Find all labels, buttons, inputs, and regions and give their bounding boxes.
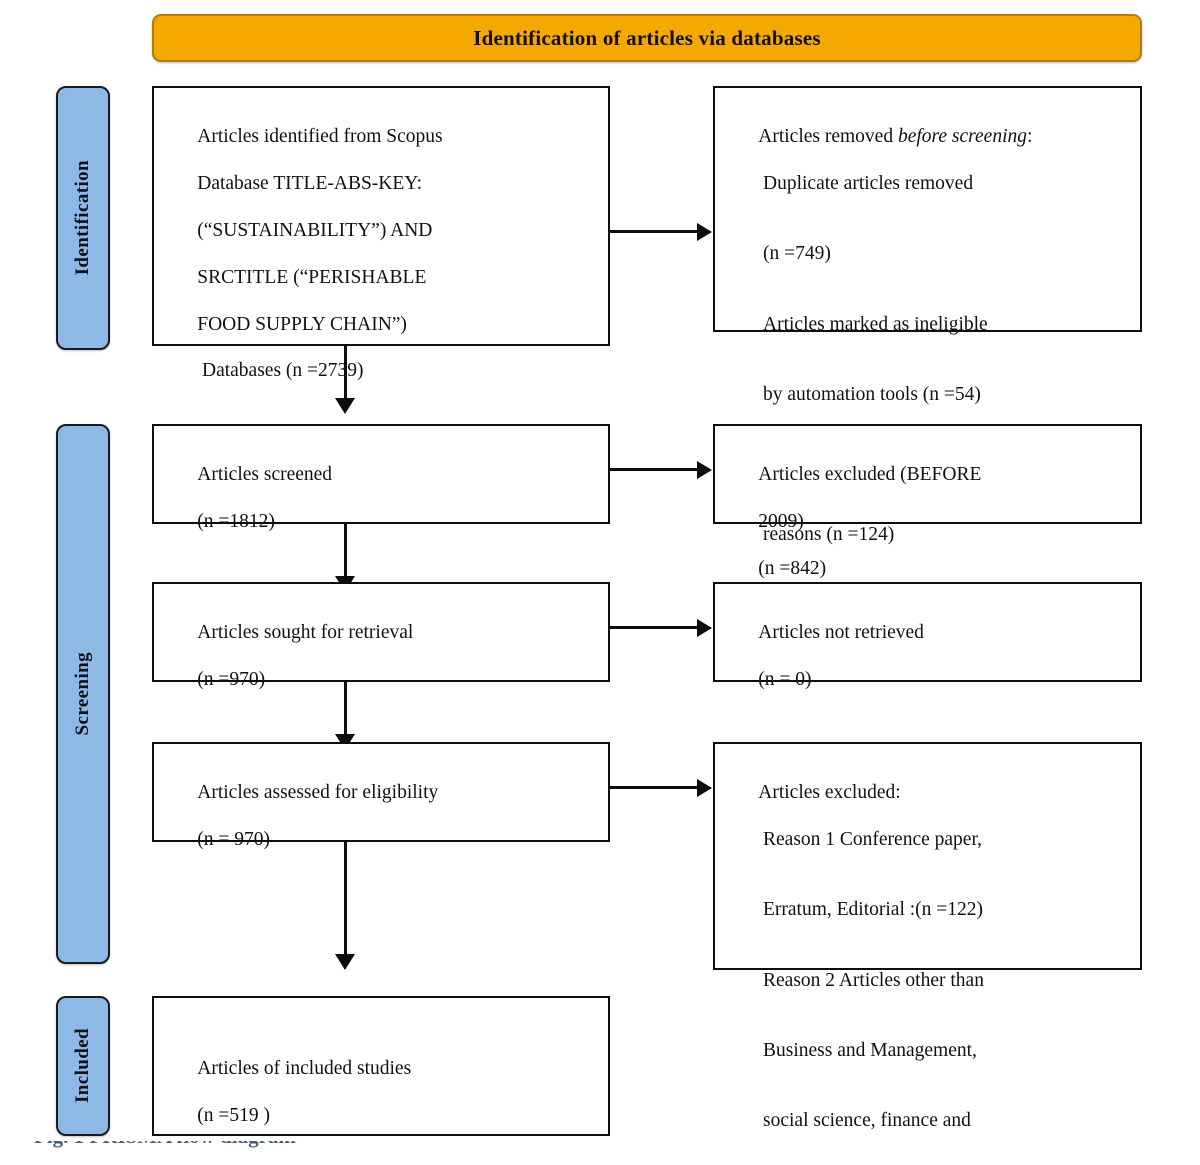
box-articles-not-retrieved: Articles not retrieved (n = 0)	[713, 582, 1142, 690]
removed-heading-plain: Articles removed	[758, 126, 898, 148]
arrowhead-assessed-to-excluded-reasons	[697, 778, 712, 797]
box-articles-sought-retrieval: Articles sought for retrieval (n =970)	[152, 582, 610, 690]
arrowhead-identified-to-screened	[335, 398, 355, 414]
box-articles-screened-text: Articles screened (n =1812)	[168, 440, 596, 557]
arrowhead-assessed-to-included	[335, 954, 355, 970]
header-banner-title: Identification of articles via databases	[473, 25, 821, 50]
stage-sidebar-included: Included	[56, 996, 110, 1136]
header-banner: Identification of articles via databases	[152, 14, 1142, 62]
box-removed-before-screening-text: Articles removed before screening: Dupli…	[729, 102, 1128, 593]
removed-item3-line2: reasons (n =124)	[763, 524, 895, 546]
connector-assessed-to-included	[344, 842, 347, 956]
box-articles-identified-text: Articles identified from Scopus Database…	[168, 102, 596, 429]
stage-sidebar-screening: Screening	[56, 424, 110, 964]
excluded2009-line-1: Articles excluded (BEFORE	[758, 464, 982, 486]
stage-label-screening: Screening	[72, 652, 93, 736]
box-excluded-reasons-text: Articles excluded: Reason 1 Conference p…	[729, 758, 1128, 1165]
arrowhead-identified-to-removed	[697, 222, 712, 241]
connector-assessed-to-excluded-reasons	[610, 786, 698, 789]
notretrieved-line-1: Articles not retrieved	[758, 622, 924, 644]
included-line-2: (n =519 )	[197, 1105, 270, 1127]
connector-sought-to-not-retrieved	[610, 626, 698, 629]
connector-screened-to-excluded-2009	[610, 468, 698, 471]
excluded-reasons-heading: Articles excluded:	[758, 782, 901, 804]
figure-caption: Fig. 1 PRISMA flow diagram	[34, 1141, 454, 1165]
box-articles-sought-retrieval-text: Articles sought for retrieval (n =970)	[168, 598, 596, 715]
connector-screened-to-sought	[344, 524, 347, 578]
reason1-line-2: Erratum, Editorial :(n =122)	[763, 899, 984, 921]
box-removed-before-screening: Articles removed before screening: Dupli…	[713, 86, 1142, 545]
included-line-1: Articles of included studies	[197, 1058, 412, 1080]
box-articles-included-studies: Articles of included studies (n =519 )	[152, 996, 610, 1136]
arrowhead-screened-to-excluded-2009	[697, 460, 712, 479]
notretrieved-line-2: (n = 0)	[758, 669, 812, 691]
identified-line-1: Articles identified from Scopus	[197, 126, 443, 148]
box-excluded-before-2009-text: Articles excluded (BEFORE 2009) (n =842)	[729, 440, 1128, 604]
connector-sought-to-assessed	[344, 682, 347, 736]
box-articles-assessed-eligibility-text: Articles assessed for eligibility (n = 9…	[168, 758, 596, 875]
reason1-line-1: Reason 1 Conference paper,	[763, 829, 983, 851]
box-articles-screened: Articles screened (n =1812)	[152, 424, 610, 532]
connector-identified-to-screened	[344, 346, 347, 400]
figure-caption-text: Fig. 1 PRISMA flow diagram	[34, 1141, 296, 1149]
assessed-line-2: (n = 970)	[197, 829, 270, 851]
box-articles-not-retrieved-text: Articles not retrieved (n = 0)	[729, 598, 1128, 715]
removed-item2-line2: by automation tools (n =54)	[763, 383, 981, 405]
removed-item2-line1: Articles marked as ineligible	[763, 313, 988, 335]
reason2-line-3: social science, finance and	[763, 1109, 971, 1131]
reason2-line-1: Reason 2 Articles other than	[763, 969, 984, 991]
identified-line-2: Database TITLE-ABS-KEY:	[197, 173, 422, 195]
removed-item1-line2: (n =749)	[763, 243, 831, 265]
connector-identified-to-removed	[610, 230, 698, 233]
excluded2009-line-3: (n =842)	[758, 557, 827, 579]
identified-line-3: (“SUSTAINABILITY”) AND	[197, 219, 433, 241]
sought-line-2: (n =970)	[197, 669, 266, 691]
screened-line-2: (n =1812)	[197, 511, 275, 533]
identified-line-5: FOOD SUPPLY CHAIN”)	[197, 313, 407, 335]
excluded2009-line-2: 2009)	[758, 511, 804, 533]
stage-sidebar-identification: Identification	[56, 86, 110, 350]
box-excluded-before-2009: Articles excluded (BEFORE 2009) (n =842)	[713, 424, 1142, 579]
removed-heading-italic: before screening	[897, 126, 1028, 148]
sought-line-1: Articles sought for retrieval	[197, 622, 414, 644]
box-articles-identified: Articles identified from Scopus Database…	[152, 86, 610, 381]
reason2-line-2: Business and Management,	[763, 1039, 977, 1061]
identified-line-4: SRCTITLE (“PERISHABLE	[197, 266, 427, 288]
stage-label-included: Included	[72, 1028, 93, 1104]
assessed-line-1: Articles assessed for eligibility	[197, 782, 439, 804]
removed-heading-colon: :	[1027, 126, 1033, 148]
box-articles-included-studies-text: Articles of included studies (n =519 )	[168, 1012, 596, 1151]
removed-item1-line1: Duplicate articles removed	[763, 173, 974, 195]
arrowhead-sought-to-not-retrieved	[697, 618, 712, 637]
box-articles-assessed-eligibility: Articles assessed for eligibility (n = 9…	[152, 742, 610, 850]
identified-line-6: Databases (n =2739)	[202, 360, 364, 382]
box-excluded-reasons: Articles excluded: Reason 1 Conference p…	[713, 742, 1142, 1131]
screened-line-1: Articles screened	[197, 464, 333, 486]
stage-label-identification: Identification	[72, 160, 93, 276]
